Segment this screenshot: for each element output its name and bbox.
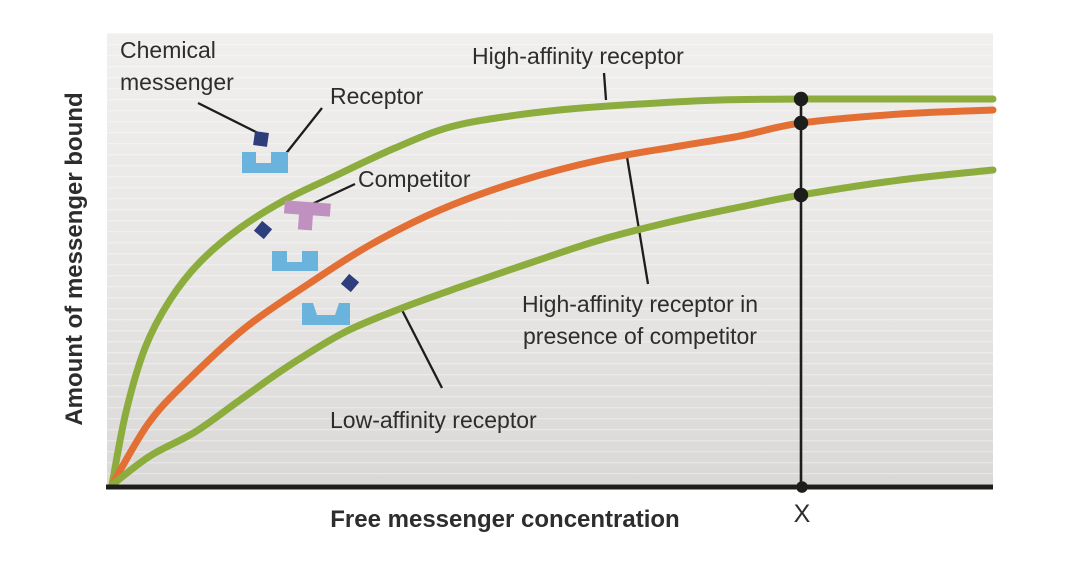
leader-line-competitor bbox=[311, 182, 356, 206]
receptor-label: Receptor bbox=[330, 83, 424, 109]
chemical-messenger-icon bbox=[253, 220, 273, 240]
leader-line-receptor bbox=[283, 107, 323, 157]
y-axis-label: Amount of messenger bound bbox=[61, 92, 88, 426]
chemical-messenger-label-line1: Chemical bbox=[120, 37, 216, 63]
high-affinity-competitor-label: High-affinity receptor in presence of co… bbox=[460, 288, 820, 352]
low-affinity-receptor-icon bbox=[302, 303, 350, 325]
axis-dot bbox=[796, 481, 808, 493]
high-affinity-competitor-label-line1: High-affinity receptor in bbox=[521, 291, 759, 317]
intersection-dot bbox=[793, 91, 809, 107]
competitor-icon bbox=[283, 200, 331, 231]
intersection-dot bbox=[793, 115, 809, 131]
receptor-icon bbox=[242, 152, 288, 173]
x-marker-label: X bbox=[793, 500, 811, 528]
chemical-messenger-label-line2: messenger bbox=[120, 69, 234, 95]
receptor-icon bbox=[272, 251, 318, 271]
leader-line-high_affinity_competitor bbox=[625, 156, 650, 285]
chemical-messenger-icon bbox=[340, 273, 360, 293]
leader-line-low_affinity bbox=[400, 309, 444, 389]
axis-dot-group bbox=[796, 481, 808, 493]
high-affinity-competitor-label-line2: presence of competitor bbox=[523, 323, 757, 349]
molecule-illustrations bbox=[242, 131, 360, 325]
intersection-dot bbox=[793, 187, 809, 203]
low-affinity-label: Low-affinity receptor bbox=[330, 407, 537, 433]
curve-intersection-dots bbox=[793, 91, 809, 203]
leader-line-high_affinity bbox=[602, 72, 608, 101]
chemical-messenger-label: Chemical messenger bbox=[120, 34, 234, 98]
competitor-label: Competitor bbox=[358, 166, 471, 192]
chemical-messenger-icon bbox=[253, 131, 269, 147]
leader-line-chemical_messenger bbox=[197, 101, 259, 135]
leader-lines bbox=[197, 72, 650, 389]
x-axis-label: Free messenger concentration bbox=[330, 506, 680, 533]
high-affinity-label: High-affinity receptor bbox=[472, 43, 684, 69]
curve-high-affinity-receptor bbox=[108, 95, 997, 489]
